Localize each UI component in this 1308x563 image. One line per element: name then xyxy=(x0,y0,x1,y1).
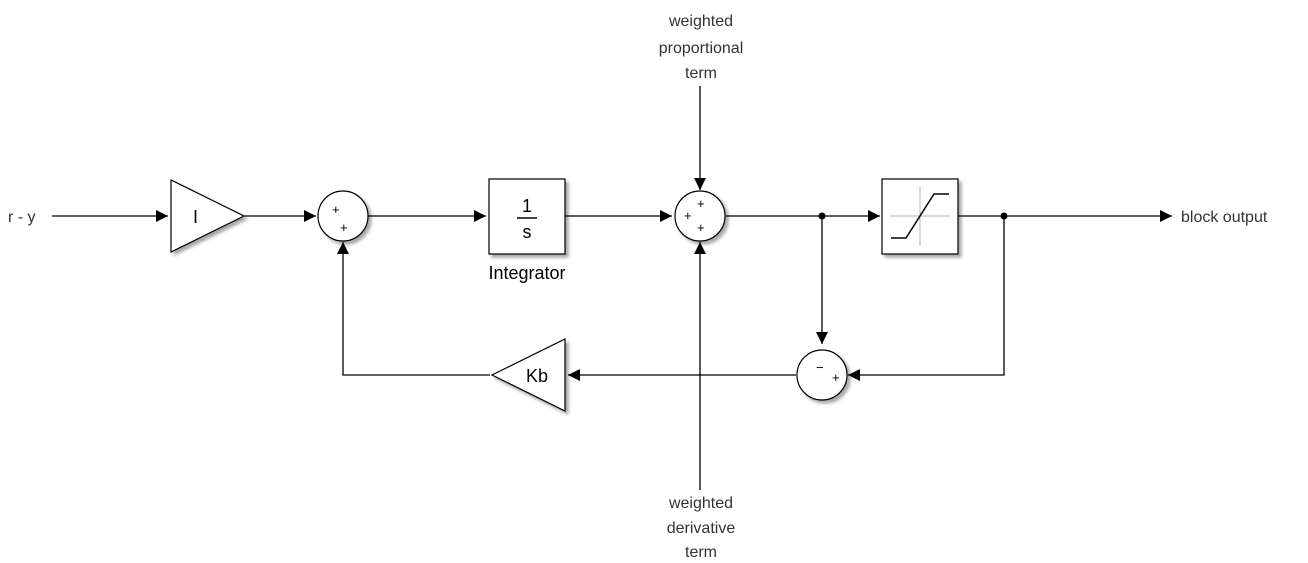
junction-dot xyxy=(1000,212,1008,220)
sum3-sign-top: − xyxy=(816,360,824,375)
gain-kb-block[interactable]: Kb xyxy=(490,338,566,412)
sum2-sign-top: + xyxy=(697,196,705,211)
sum1-sign-bottom: + xyxy=(340,220,348,235)
proportional-label-line1: weighted xyxy=(668,13,733,30)
saturation-block[interactable] xyxy=(881,178,959,255)
integrator-block[interactable]: 1 s xyxy=(488,178,566,255)
proportional-label-line2: proportional xyxy=(659,40,744,57)
wire-output-to-sum3 xyxy=(848,216,1005,381)
saturation-curve xyxy=(891,193,949,239)
sum2-sign-left: + xyxy=(684,208,692,223)
sum2-sign-bottom: + xyxy=(697,220,705,235)
output-label: block output xyxy=(1181,209,1268,226)
derivative-label-line1: weighted xyxy=(668,495,733,512)
sum1-block[interactable]: + + xyxy=(317,190,369,242)
sum3-sign-right: + xyxy=(832,370,840,385)
derivative-label-line3: term xyxy=(685,544,717,561)
wire-gain-kb-to-sum1 xyxy=(337,242,490,376)
derivative-label-line2: derivative xyxy=(667,520,736,537)
proportional-label-line3: term xyxy=(685,65,717,82)
integrator-numerator: 1 xyxy=(522,196,532,216)
sum1-sign-left: + xyxy=(332,202,340,217)
sum3-block[interactable]: − + xyxy=(796,349,848,401)
input-label: r - y xyxy=(8,209,36,226)
gain-i-label: I xyxy=(193,207,198,227)
gain-kb-label: Kb xyxy=(526,366,548,386)
sum2-block[interactable]: + + + xyxy=(674,190,726,242)
integrator-denominator: s xyxy=(523,222,532,242)
gain-i-block[interactable]: I xyxy=(170,179,246,253)
integrator-name: Integrator xyxy=(488,263,565,283)
junction-dot xyxy=(818,212,826,220)
